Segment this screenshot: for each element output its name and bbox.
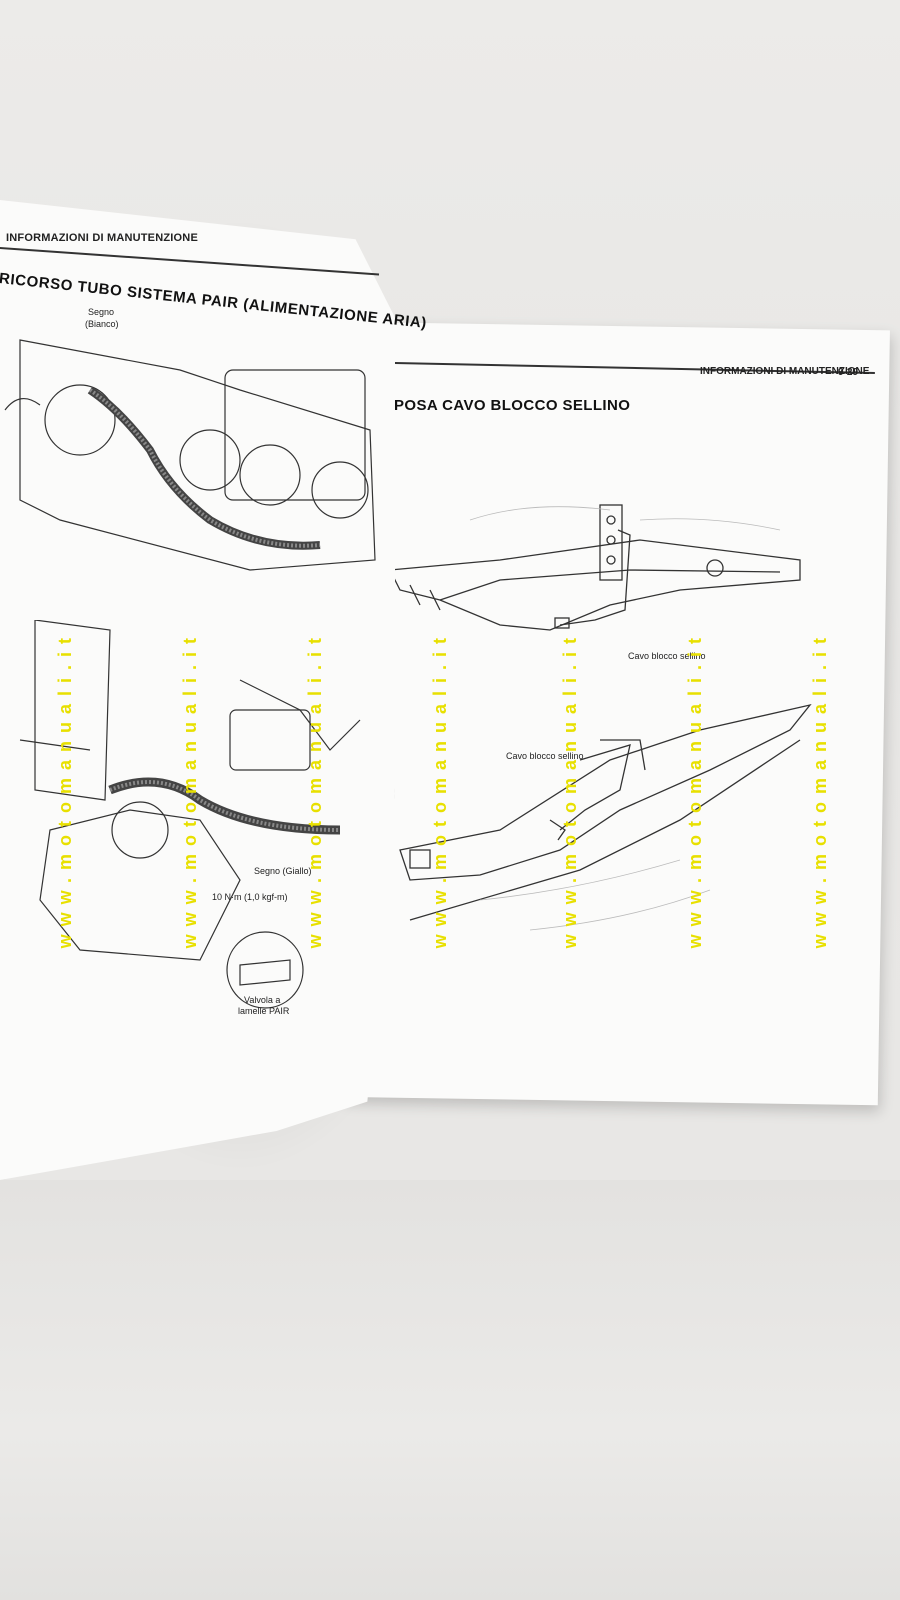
right-running-head: INFORMAZIONI DI MANUTENZIONE (700, 366, 870, 377)
segno-giallo-label: Segno (Giallo) (254, 866, 312, 876)
left-page (0, 200, 395, 1180)
watermark: www.motomanuali.it (55, 630, 75, 949)
pair-hose-diagram-top (4, 339, 376, 571)
segno-bianco-label-1: Segno (88, 307, 115, 317)
valve-label-2: lamelle PAIR (238, 1006, 290, 1016)
watermark: www.motomanuali.it (305, 630, 325, 949)
watermark: www.motomanuali.it (180, 630, 200, 949)
right-section-title: POSA CAVO BLOCCO SELLINO (394, 397, 631, 414)
seat-frame-diagram-bottom (399, 703, 812, 931)
watermark: www.motomanuali.it (560, 630, 580, 949)
desk-surface (0, 1180, 900, 1600)
valve-label-1: Valvola a (244, 995, 281, 1005)
watermark: www.motomanuali.it (810, 630, 830, 949)
seat-frame-diagram-top (388, 504, 801, 631)
left-running-head: INFORMAZIONI DI MANUTENZIONE (6, 232, 198, 244)
pair-hose-diagram-bottom (19, 620, 361, 1009)
cable-label-bottom: Cavo blocco sellino (506, 751, 584, 761)
cable-label-top: Cavo blocco sellino (628, 651, 706, 661)
page-number: 9-29 (838, 367, 859, 378)
watermark: www.motomanuali.it (685, 630, 705, 949)
torque-spec: 10 N·m (1,0 kgf-m) (212, 892, 288, 902)
watermark: www.motomanuali.it (430, 630, 450, 949)
segno-bianco-label-2: (Bianco) (85, 319, 119, 329)
